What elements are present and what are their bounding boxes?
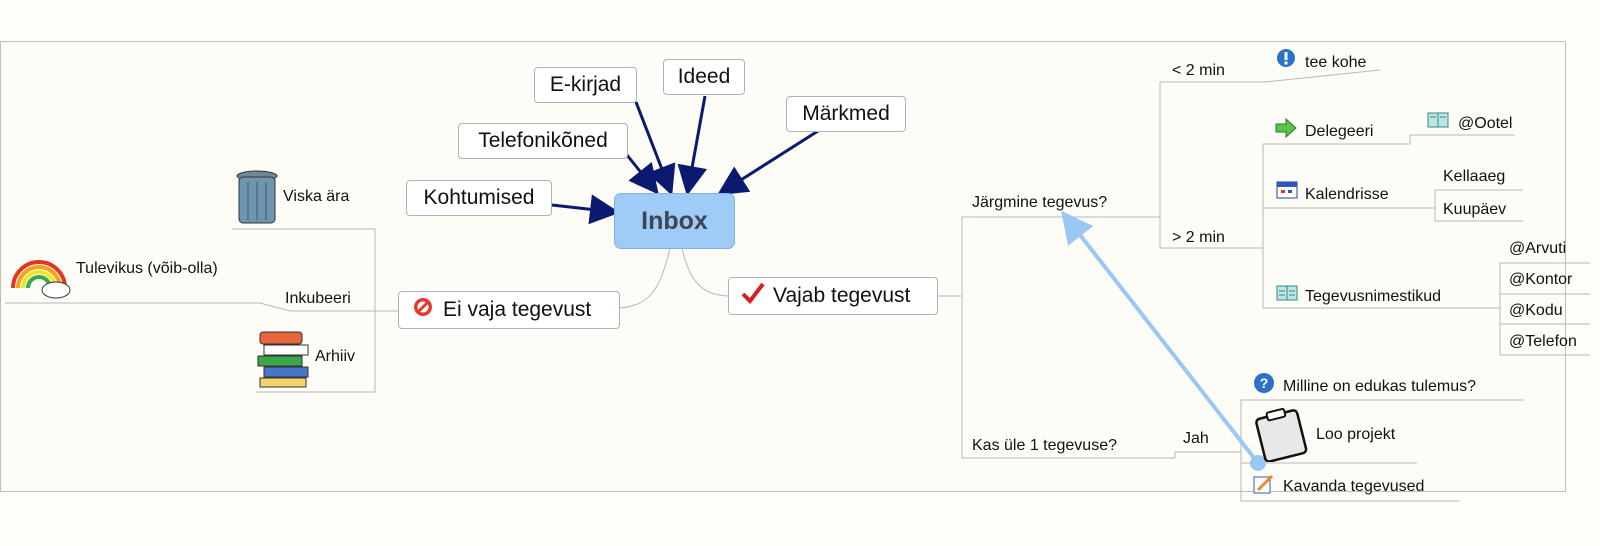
- input-node-phone-calls[interactable]: Telefonikõned: [458, 123, 628, 159]
- over-2-min-label[interactable]: > 2 min: [1172, 229, 1225, 246]
- trash-can-icon: [236, 168, 278, 231]
- yes-label[interactable]: Jah: [1183, 430, 1209, 447]
- context-phone[interactable]: @Telefon: [1509, 333, 1577, 350]
- mindmap-canvas: [0, 41, 1566, 492]
- input-node-emails[interactable]: E-kirjad: [534, 67, 637, 103]
- do-now-label[interactable]: tee kohe: [1305, 54, 1367, 71]
- multi-step-label[interactable]: Kas üle 1 tegevuse?: [972, 437, 1117, 454]
- context-home[interactable]: @Kodu: [1509, 302, 1563, 319]
- rainbow-icon: [8, 246, 74, 305]
- branch-needs-action-label: Vajab tegevust: [773, 284, 911, 307]
- info-icon: [1276, 48, 1296, 73]
- context-computer[interactable]: @Arvuti: [1509, 240, 1567, 257]
- branch-needs-action[interactable]: Vajab tegevust: [728, 277, 938, 315]
- input-node-meetings[interactable]: Kohtumised: [406, 180, 552, 216]
- input-node-ideas[interactable]: Ideed: [663, 59, 745, 95]
- waiting-label[interactable]: @Ootel: [1458, 115, 1513, 132]
- calendar-label[interactable]: Kalendrisse: [1305, 186, 1389, 203]
- under-2-min-label[interactable]: < 2 min: [1172, 62, 1225, 79]
- svg-text:?: ?: [1260, 375, 1269, 391]
- list-icon: [1276, 284, 1298, 307]
- archive-label[interactable]: Arhiiv: [315, 348, 356, 365]
- branch-no-action-label: Ei vaja tegevust: [443, 298, 592, 321]
- question-icon: ?: [1253, 372, 1275, 399]
- book-open-icon: [1427, 111, 1449, 134]
- books-icon: [256, 326, 314, 395]
- pencil-note-icon: [1252, 473, 1274, 500]
- outcome-label[interactable]: Milline on edukas tulemus?: [1283, 378, 1476, 395]
- input-node-notes[interactable]: Märkmed: [786, 96, 906, 132]
- arrow-right-icon: [1274, 117, 1298, 143]
- context-office[interactable]: @Kontor: [1509, 271, 1573, 288]
- date-label[interactable]: Kuupäev: [1443, 201, 1507, 218]
- incubate-label[interactable]: Inkubeeri: [285, 290, 351, 307]
- delegate-label[interactable]: Delegeeri: [1305, 123, 1374, 140]
- project-label[interactable]: Loo projekt: [1316, 426, 1396, 443]
- calendar-icon: [1276, 181, 1298, 204]
- trash-label[interactable]: Viska ära: [283, 188, 350, 205]
- checkmark-icon: [741, 282, 765, 310]
- inbox-node[interactable]: Inbox: [614, 193, 735, 249]
- clipboard-icon: [1252, 407, 1310, 467]
- branch-no-action[interactable]: Ei vaja tegevust: [398, 291, 620, 329]
- plan-actions-label[interactable]: Kavanda tegevused: [1283, 478, 1425, 495]
- future-label[interactable]: Tulevikus (võib-olla): [76, 260, 218, 277]
- no-entry-icon: [413, 297, 433, 323]
- time-label[interactable]: Kellaaeg: [1443, 168, 1506, 185]
- next-action-label[interactable]: Järgmine tegevus?: [972, 194, 1108, 211]
- action-lists-label[interactable]: Tegevusnimestikud: [1305, 288, 1442, 305]
